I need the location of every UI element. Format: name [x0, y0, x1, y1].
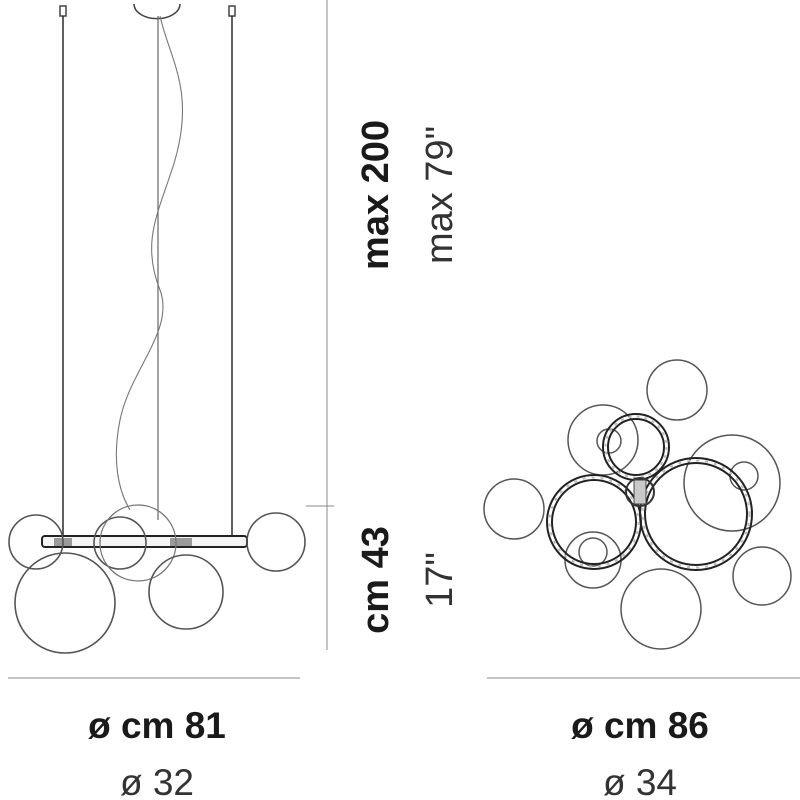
- ceiling-anchor-right: [228, 5, 236, 17]
- height-max-in-label: max 79": [419, 126, 461, 264]
- ceiling-anchor-left: [59, 5, 67, 17]
- top-ring-right: [639, 457, 753, 571]
- width-labels: ø cm 81 ø 32 ø cm 86 ø 34: [88, 705, 709, 800]
- top-globe-left: [483, 478, 545, 540]
- top-ring-upper: [602, 413, 670, 481]
- globe-rear-center: [99, 504, 177, 582]
- side-diameter-in-label: ø 32: [120, 762, 194, 800]
- power-cord-loop: [115, 15, 183, 511]
- height-labels: max 200 max 79" cm 43 17": [355, 120, 461, 634]
- top-globe-lower-right: [732, 546, 792, 606]
- side-diameter-cm-label: ø cm 81: [88, 705, 226, 746]
- side-view: [8, 3, 306, 654]
- top-globe-right-large: [683, 434, 781, 532]
- globe-right: [246, 512, 306, 572]
- body-height-in-label: 17": [419, 552, 461, 608]
- height-max-cm-label: max 200: [355, 120, 397, 270]
- top-globe-lower-left-inner: [578, 537, 608, 567]
- dimension-rules: [8, 0, 800, 679]
- globe-small-center: [93, 516, 147, 570]
- ceiling-canopy: [133, 3, 181, 20]
- top-diameter-in-label: ø 34: [603, 762, 677, 800]
- lamp-bar: [41, 535, 248, 548]
- top-globe-upper: [646, 359, 708, 421]
- top-globe-bottom: [620, 568, 702, 650]
- top-diameter-cm-label: ø cm 86: [571, 705, 709, 746]
- top-center-hub-joint: [633, 479, 647, 505]
- body-height-cm-label: cm 43: [355, 526, 397, 634]
- bar-joint-center: [170, 538, 192, 546]
- globe-lower-center: [148, 554, 224, 630]
- globe-large-left: [14, 552, 116, 654]
- globe-far-left: [8, 514, 64, 570]
- top-view: [483, 359, 792, 650]
- top-center-hub: [625, 477, 655, 507]
